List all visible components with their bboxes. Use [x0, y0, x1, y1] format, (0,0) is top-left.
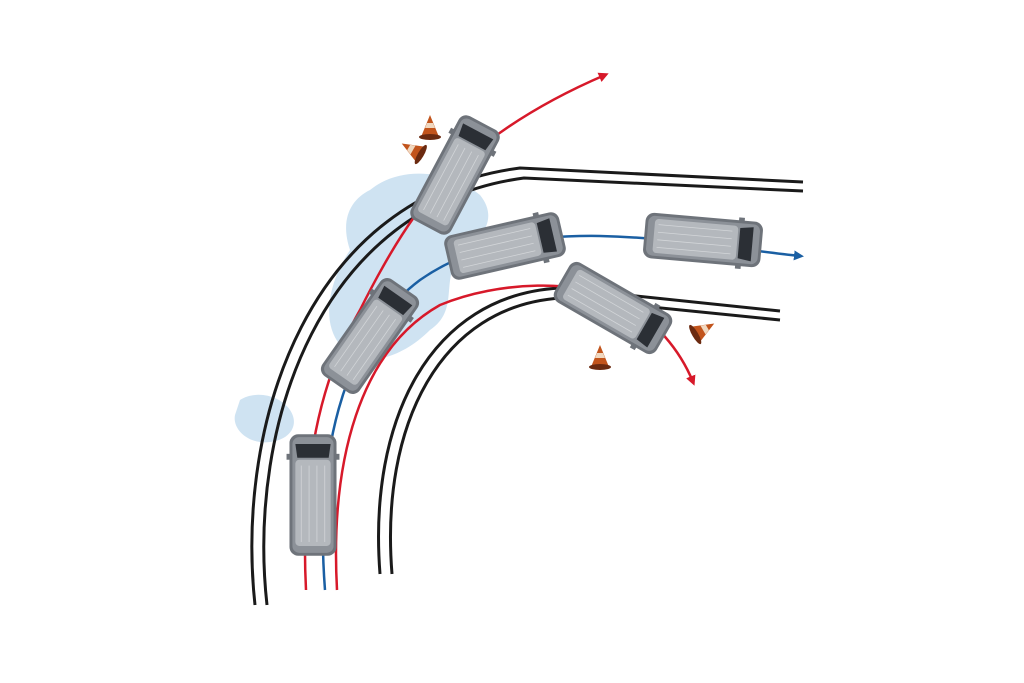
- van-icon: [641, 208, 765, 272]
- van-icon: [286, 433, 340, 557]
- water-puddle: [234, 394, 294, 443]
- traffic-cone-icon: [687, 313, 720, 346]
- traffic-cone-icon: [419, 115, 441, 140]
- traffic-cone-icon: [589, 345, 611, 370]
- van-icon: [548, 255, 678, 361]
